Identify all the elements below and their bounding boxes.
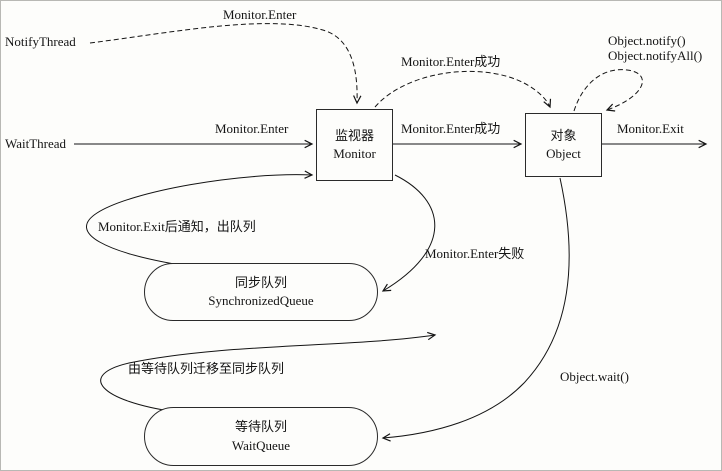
monitor-node-title: 监视器 (334, 127, 374, 143)
label-monitor-enter-fail: Monitor.Enter失败 (425, 246, 525, 261)
label-monitor-enter-top: Monitor.Enter (223, 7, 297, 22)
label-notify-thread: NotifyThread (5, 34, 76, 49)
synchronized-queue-node: 同步队列 SynchronizedQueue (144, 263, 378, 321)
label-object-notify-all: Object.notifyAll() (608, 48, 703, 63)
monitor-enter-fail-arrow (381, 174, 436, 292)
monitor-node: 监视器 Monitor (316, 109, 393, 181)
synchronized-queue-subtitle: SynchronizedQueue (208, 293, 314, 308)
wait-queue-node: 等待队列 WaitQueue (144, 407, 378, 466)
label-exit-notify-dequeue: Monitor.Exit后通知，出队列 (98, 219, 256, 234)
label-monitor-enter-wait: Monitor.Enter (215, 121, 289, 136)
object-wait-arrow (381, 177, 570, 442)
waitqueue-to-syncqueue-arrow (100, 331, 437, 413)
object-node: 对象 Object (525, 113, 602, 177)
object-node-subtitle: Object (546, 146, 581, 161)
label-object-wait: Object.wait() (560, 369, 629, 384)
monitor-to-object-dashed-arrow (374, 70, 552, 109)
object-notify-self-loop-arrow (573, 69, 643, 112)
object-node-title: 对象 (550, 127, 577, 143)
label-monitor-enter-success-dashed: Monitor.Enter成功 (401, 54, 501, 69)
label-object-notify: Object.notify() (608, 33, 686, 48)
wait-queue-title: 等待队列 (234, 419, 287, 435)
label-monitor-exit: Monitor.Exit (617, 121, 684, 136)
notifythread-to-monitor-arrow (89, 23, 362, 105)
label-wait-thread: WaitThread (5, 136, 67, 151)
syncqueue-to-monitor-arrow (86, 170, 314, 267)
synchronized-queue-title: 同步队列 (234, 274, 287, 290)
monitor-node-subtitle: Monitor (333, 146, 376, 161)
label-monitor-enter-success-solid: Monitor.Enter成功 (401, 121, 501, 136)
wait-queue-subtitle: WaitQueue (231, 437, 291, 453)
label-migrate-wait-to-sync: 由等待队列迁移至同步队列 (128, 361, 285, 376)
